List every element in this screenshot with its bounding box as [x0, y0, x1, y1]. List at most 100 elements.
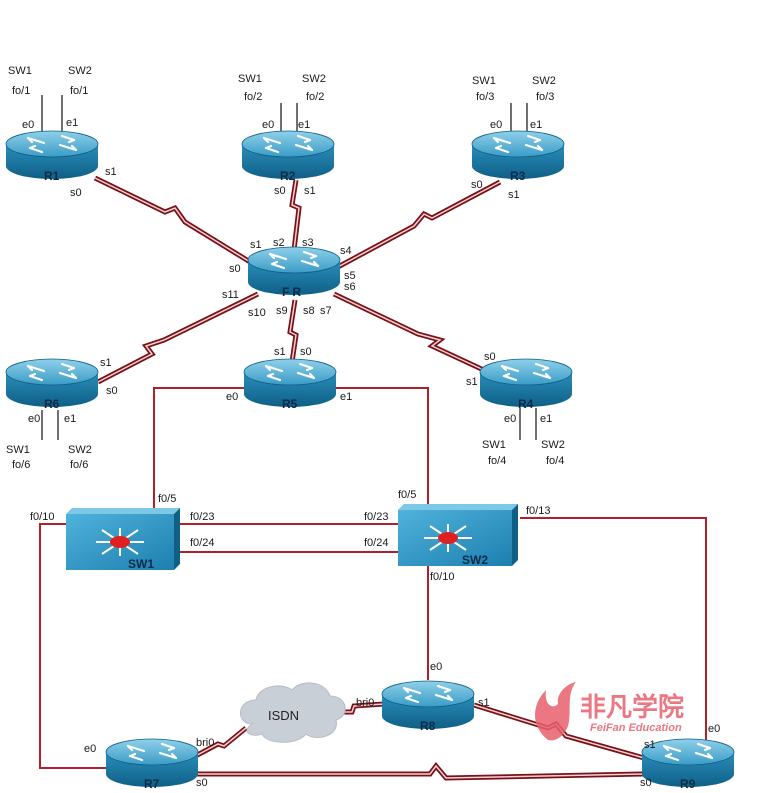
router-r3[interactable]: R3	[470, 129, 566, 183]
r3-sw1-label: SW1	[472, 75, 496, 87]
fr-s0-label: s0	[229, 263, 241, 275]
r8-bri0-label: bri0	[356, 697, 374, 709]
r7-s0-label: s0	[196, 777, 208, 789]
fr-s11-label: s11	[222, 289, 239, 301]
r1-p1-label: fo/1	[12, 85, 30, 97]
fr-s6-label: s6	[344, 281, 356, 293]
fr-name: FR	[282, 285, 304, 299]
r3-name: R3	[510, 169, 526, 183]
fr-s10-label: s10	[248, 307, 266, 319]
router-r6[interactable]: R6	[4, 357, 100, 411]
r6-s1-label: s1	[100, 357, 112, 369]
r7-e0-label: e0	[84, 743, 96, 755]
r1-s0-label: s0	[70, 187, 82, 199]
fr-s8-label: s8	[303, 305, 315, 317]
r3-s0-label: s0	[471, 179, 483, 191]
r3-p2-label: fo/3	[536, 91, 554, 103]
sw2-f0-24-label: f0/24	[364, 537, 388, 549]
r7-bri0-label: bri0	[196, 737, 214, 749]
sw2-f0-5-label: f0/5	[398, 489, 416, 501]
r2-s1-label: s1	[304, 185, 316, 197]
r3-p1-label: fo/3	[476, 91, 494, 103]
r6-s0-label: s0	[106, 385, 118, 397]
r2-p2-label: fo/2	[306, 91, 324, 103]
r3-e0-label: e0	[490, 119, 502, 131]
r4-s1-label: s1	[466, 376, 478, 388]
r8-e0-label: e0	[430, 661, 442, 673]
r4-sw1-label: SW1	[482, 439, 506, 451]
r1-name: R1	[44, 169, 60, 183]
r6-p2-label: fo/6	[70, 459, 88, 471]
r2-e0-label: e0	[262, 119, 274, 131]
router-fr[interactable]: FR	[246, 245, 342, 299]
feifan-watermark: 非凡学院 FeiFan Education	[535, 682, 684, 741]
r5-e0-label: e0	[226, 391, 238, 403]
sw2-f0-13-label: f0/13	[526, 505, 550, 517]
flame-logo-icon	[535, 682, 576, 741]
router-r5[interactable]: R5	[242, 357, 338, 411]
serial-link-r6-fr	[96, 291, 260, 385]
r9-s0-label: s0	[640, 777, 652, 789]
router-r8[interactable]: R8	[380, 679, 476, 733]
eth-sw1-f010-r7	[39, 523, 106, 769]
r8-name: R8	[420, 719, 436, 733]
serial-links	[93, 175, 645, 781]
isdn-cloud: ISDN	[240, 682, 346, 743]
r6-sw2-label: SW2	[68, 444, 92, 456]
isdn-cloud-label: ISDN	[268, 708, 299, 723]
r8-s1-label: s1	[478, 697, 490, 709]
router-r7[interactable]: R7	[104, 737, 200, 791]
sw1-f0-5-label: f0/5	[158, 493, 176, 505]
serial-link-r4-fr	[332, 291, 490, 375]
r1-sw1-label: SW1	[8, 65, 32, 77]
router-r2[interactable]: R2	[240, 129, 336, 183]
switch-sw1[interactable]: SW1	[66, 508, 180, 571]
r5-e1-label: e1	[340, 391, 352, 403]
switch-drop-lines	[41, 95, 537, 440]
fr-s1-label: s1	[250, 239, 262, 251]
fr-s2-label: s2	[273, 237, 285, 249]
r5-name: R5	[282, 397, 298, 411]
r9-name: R9	[680, 777, 696, 791]
switch-sw2[interactable]: SW2	[398, 504, 518, 567]
r1-p2-label: fo/1	[70, 85, 88, 97]
r9-s1-label: s1	[644, 739, 656, 751]
sw2-f0-23-label: f0/23	[364, 511, 388, 523]
sw1-name: SW1	[128, 557, 154, 571]
router-r1[interactable]: R1	[4, 129, 100, 183]
r3-sw2-label: SW2	[532, 75, 556, 87]
r2-sw2-label: SW2	[302, 73, 326, 85]
sw2-name: SW2	[462, 553, 488, 567]
r4-e0-label: e0	[504, 413, 516, 425]
r4-sw2-label: SW2	[541, 439, 565, 451]
eth-sw2-f013-r9	[520, 517, 707, 740]
r5-s1-label: s1	[274, 346, 286, 358]
fr-s4-label: s4	[340, 245, 352, 257]
r2-name: R2	[280, 169, 296, 183]
serial-link-r7-r9	[190, 761, 645, 781]
r3-s1-label: s1	[508, 189, 520, 201]
r6-name: R6	[44, 397, 60, 411]
fr-s3-label: s3	[302, 237, 314, 249]
serial-link-r3-fr	[334, 179, 502, 271]
fr-s7-label: s7	[320, 305, 332, 317]
watermark-subtitle: FeiFan Education	[590, 722, 682, 734]
r4-p1-label: fo/4	[488, 455, 506, 467]
fr-s5-label: s5	[344, 270, 356, 282]
r5-s0-label: s0	[300, 346, 312, 358]
eth-r5-e1-sw2	[335, 387, 429, 504]
router-r9[interactable]: R9	[640, 737, 736, 791]
r4-s0-label: s0	[484, 351, 496, 363]
serial-link-r2-fr	[289, 179, 302, 251]
interface-labels: SW1 SW2 fo/1 fo/1 e0 e1 s1 s0 SW1 SW2 fo…	[6, 65, 720, 789]
r2-e1-label: e1	[298, 119, 310, 131]
r2-sw1-label: SW1	[238, 73, 262, 85]
r2-s0-label: s0	[274, 185, 286, 197]
r1-s1-label: s1	[105, 166, 117, 178]
r3-e1-label: e1	[530, 119, 542, 131]
sw2-f0-10-label: f0/10	[430, 571, 454, 583]
router-r4[interactable]: R4	[478, 357, 574, 411]
r7-name: R7	[144, 777, 160, 791]
r1-e1-label: e1	[66, 117, 78, 129]
